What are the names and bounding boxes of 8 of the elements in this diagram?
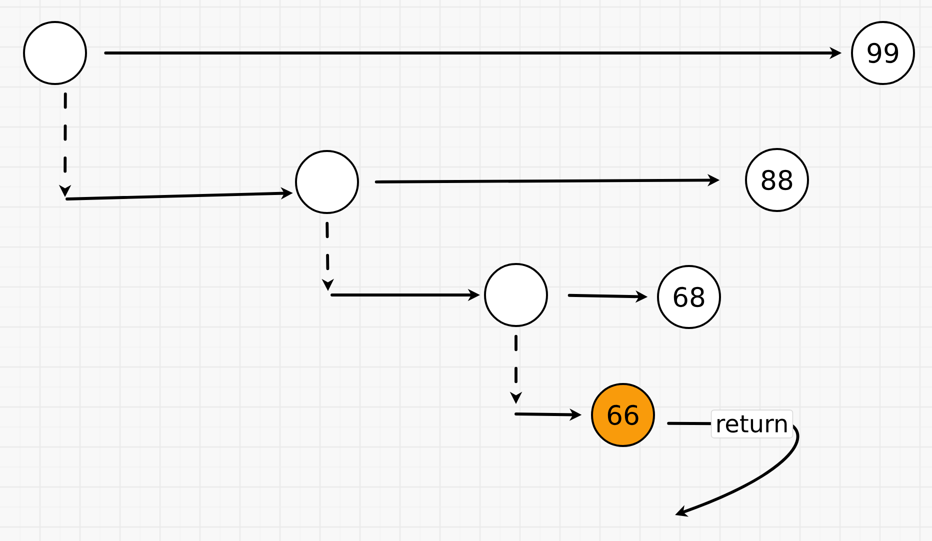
circle-node: 68 (657, 265, 721, 329)
circle-node: 66 (591, 383, 655, 447)
circle-node (484, 263, 548, 327)
circle-node: 99 (851, 21, 915, 85)
edge-label: return (710, 410, 794, 438)
circle-node (295, 150, 359, 214)
circle-node (23, 21, 87, 85)
circle-node: 88 (745, 148, 809, 212)
